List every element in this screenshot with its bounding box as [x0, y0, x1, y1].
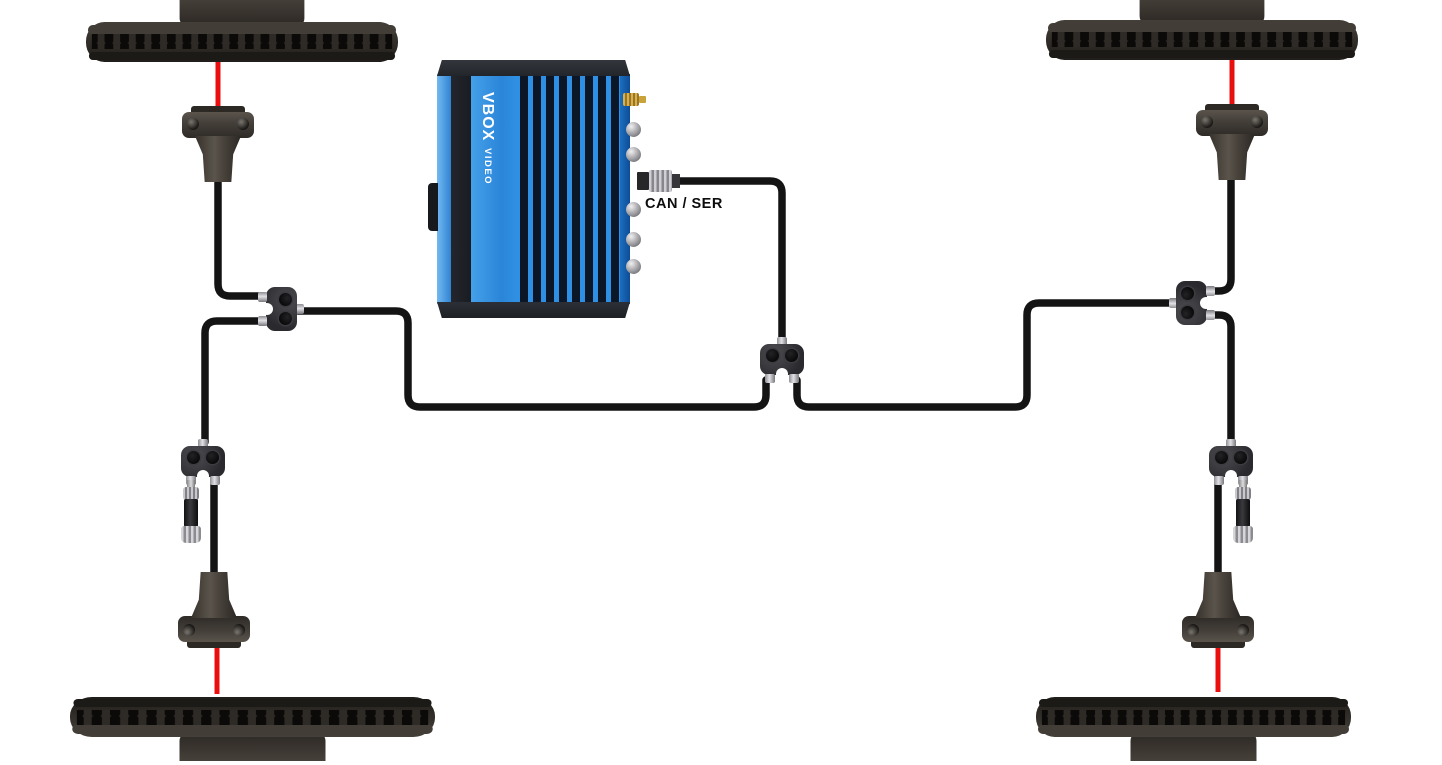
terminator-stub [1239, 480, 1247, 488]
splitter-port [766, 349, 779, 362]
sma-antenna-tip-icon [639, 96, 646, 103]
vbox-left-edge [437, 74, 451, 304]
can-ser-plug-tip [672, 174, 680, 188]
terminator-stub [187, 480, 195, 488]
cable-left-to-rear-left [201, 317, 266, 446]
vbox-video-unit: VBOX VIDEO [428, 60, 680, 318]
terminator-barrel [1236, 499, 1250, 527]
cable-can-ser [672, 177, 786, 344]
terminator-flare [181, 526, 201, 543]
sensor-body [191, 572, 237, 618]
lemo-socket-icon [626, 259, 641, 274]
vbox-model-text: VIDEO [482, 148, 493, 186]
lemo-socket-icon [626, 147, 641, 162]
screw-icon [1187, 624, 1199, 636]
can-ser-plug-barrel [649, 170, 672, 192]
temp-sensor-front-right [1196, 104, 1268, 180]
temp-sensor-rear-left [178, 572, 250, 648]
brake-disc-rear-right [1036, 697, 1351, 761]
y-splitter-rear-right [1209, 439, 1253, 485]
brake-disc-front-left [86, 0, 398, 62]
splitter-stub [210, 476, 220, 485]
screw-icon [1251, 116, 1263, 128]
splitter-stub [1206, 310, 1215, 320]
splitter-stub [198, 439, 208, 448]
sensor-cap [1205, 104, 1259, 113]
lemo-socket-icon [626, 202, 641, 217]
brake-disc-front-right [1046, 0, 1358, 60]
sensor-body [1195, 572, 1241, 618]
terminator-flare [1233, 526, 1253, 543]
splitter-stub [1206, 286, 1215, 296]
screw-icon [1201, 116, 1213, 128]
sensor-cap [191, 106, 245, 115]
temp-sensor-rear-right [1182, 572, 1254, 648]
splitter-port [1215, 451, 1228, 464]
splitter-port [1181, 287, 1194, 300]
splitter-stub [258, 292, 267, 302]
temp-sensor-front-left [182, 106, 254, 182]
y-splitter-center [760, 337, 804, 383]
vbox-dark-stripe [451, 74, 471, 304]
lemo-socket-icon [626, 232, 641, 247]
vbox-logo: VBOX VIDEO [479, 92, 496, 186]
cable-right-to-rear-right [1201, 311, 1235, 446]
splitter-port [1181, 306, 1194, 319]
can-ser-plug-base [637, 172, 649, 190]
splitter-port [1234, 451, 1247, 464]
splitter-notch [197, 470, 209, 482]
splitter-stub [765, 374, 775, 383]
can-ser-label: CAN / SER [645, 196, 723, 212]
splitter-port [785, 349, 798, 362]
can-terminator-rear-left [181, 480, 201, 544]
vbox-heatsink-fins [515, 74, 620, 304]
splitter-notch [261, 303, 273, 315]
lemo-socket-icon [626, 122, 641, 137]
cable-left-branch [294, 307, 770, 411]
cable-front-right-sensor [1201, 176, 1235, 295]
splitter-notch [1225, 470, 1237, 482]
vbox-bottom-cap [437, 302, 630, 318]
cable-front-left-sensor [214, 176, 266, 300]
y-splitter-rear-left [181, 439, 225, 485]
splitter-port [279, 293, 292, 306]
splitter-port [187, 451, 200, 464]
splitter-port [279, 312, 292, 325]
sensor-body [195, 136, 241, 182]
splitter-stub [789, 374, 799, 383]
splitter-notch [776, 368, 788, 380]
screw-icon [187, 118, 199, 130]
vbox-right-edge [620, 74, 630, 304]
splitter-port [206, 451, 219, 464]
brake-disc-rear-left [70, 697, 435, 761]
terminator-ring [1235, 487, 1251, 500]
cable-right-branch [793, 299, 1176, 411]
splitter-stub [1226, 439, 1236, 448]
vbox-label-panel [471, 74, 515, 304]
splitter-stub [1214, 476, 1224, 485]
splitter-notch [1200, 297, 1212, 309]
terminator-ring [183, 487, 199, 500]
vbox-top-cap [437, 60, 630, 76]
vbox-side-tab [428, 183, 438, 231]
vbox-brand-text: VBOX [479, 92, 496, 142]
screw-icon [1237, 624, 1249, 636]
terminator-barrel [184, 499, 198, 527]
splitter-stub [258, 316, 267, 326]
y-splitter-left [258, 287, 304, 331]
sensor-body [1209, 134, 1255, 180]
vbox-body: VBOX VIDEO [437, 74, 630, 304]
can-terminator-rear-right [1233, 480, 1253, 544]
sma-antenna-connector-icon [623, 93, 639, 106]
screw-icon [237, 118, 249, 130]
splitter-stub [777, 337, 787, 346]
screw-icon [233, 624, 245, 636]
y-splitter-right [1169, 281, 1215, 325]
screw-icon [183, 624, 195, 636]
